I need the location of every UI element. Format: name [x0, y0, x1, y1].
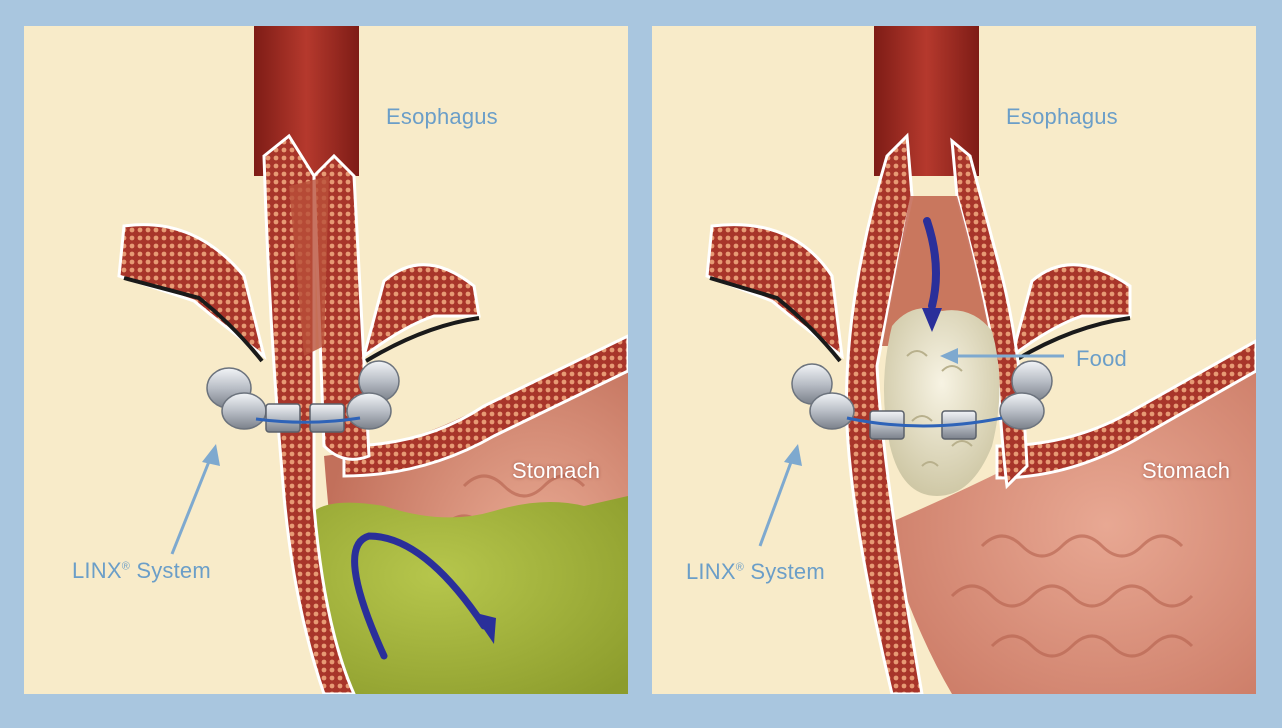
esophagus-lumen: [289, 176, 329, 356]
linx-pointer-arrow: [170, 444, 220, 555]
linx-pointer-arrow: [758, 444, 802, 547]
stomach-folds: [950, 534, 1194, 658]
stomach-upper-wall: [342, 334, 628, 478]
stomach-label: Stomach: [1142, 458, 1231, 483]
diaphragm-left: [705, 223, 844, 360]
food-label: Food: [1076, 346, 1127, 371]
esophagus-label: Esophagus: [1006, 104, 1118, 129]
stomach-upper-wall: [995, 339, 1256, 480]
stomach-interior: [882, 356, 1256, 694]
linx-ring-right: [791, 360, 1053, 440]
anatomy-illustration-right: [705, 26, 1256, 694]
linx-ring-left: [206, 360, 400, 433]
esophagus-wall-left: [845, 132, 924, 694]
stomach-label: Stomach: [512, 458, 601, 483]
linx-label: LINX® System: [686, 559, 825, 584]
panel-left-reflux-blocked: Esophagus Stomach LINX® System: [24, 26, 628, 694]
esophagus-label: Esophagus: [386, 104, 498, 129]
stomach-acid: [309, 496, 628, 694]
diaphragm-right: [1009, 263, 1132, 360]
panel-right-swallowing: Esophagus Food Stomach LINX® System: [652, 26, 1256, 694]
linx-label: LINX® System: [72, 558, 211, 583]
diaphragm-right: [361, 263, 481, 360]
anatomy-illustration-left: [117, 26, 628, 694]
esophagus-wall-left: [262, 133, 356, 694]
acid-flow-arrow: [351, 532, 488, 660]
food-bolus: [883, 308, 1000, 496]
food-flow-arrow: [923, 217, 940, 310]
food-pointer-arrow: [940, 348, 1064, 364]
